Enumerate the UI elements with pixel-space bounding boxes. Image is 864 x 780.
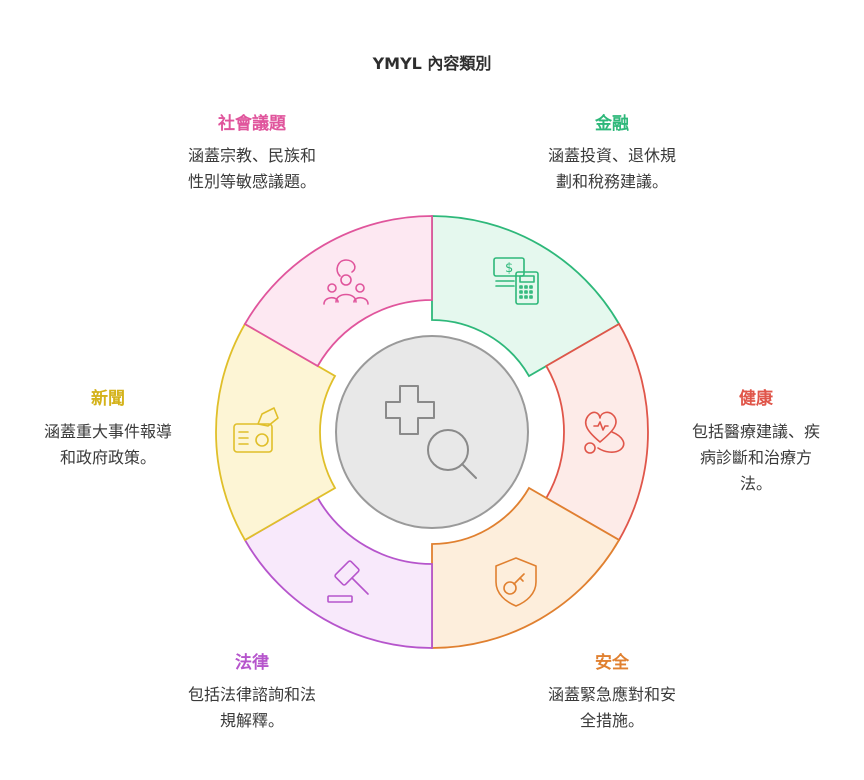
social-issues-label: 社會議題 — [218, 114, 286, 134]
desc-line: 病診斷和治療方 — [699, 448, 812, 467]
heart-stethoscope-icon — [584, 411, 625, 454]
news-label: 新聞 — [91, 389, 125, 409]
money-calculator-icon: $ — [493, 257, 539, 305]
desc-line: 包括醫療建議、疾 — [691, 422, 820, 441]
desc-line: 涵蓋重大事件報導 — [43, 422, 172, 441]
medical-cross-icon — [385, 385, 435, 435]
desc-line: 涵蓋緊急應對和安 — [547, 685, 676, 704]
megaphone-icon — [233, 407, 279, 453]
desc-line: 涵蓋宗教、民族和 — [187, 146, 316, 165]
safety-label: 安全 — [595, 653, 629, 673]
diagram-title: YMYL 內容類別 — [372, 54, 492, 73]
law-description: 包括法律諮詢和法 規解釋。 — [142, 682, 362, 734]
svg-text:$: $ — [505, 261, 513, 276]
desc-line: 包括法律諮詢和法 — [187, 685, 316, 704]
news-sector — [215, 322, 337, 542]
desc-line: 規解釋。 — [219, 711, 284, 730]
shield-key-icon — [495, 557, 537, 607]
desc-line: 涵蓋投資、退休規 — [547, 146, 676, 165]
safety-sector — [431, 486, 621, 649]
health-label: 健康 — [739, 389, 773, 409]
desc-line: 劃和稅務建議。 — [555, 172, 668, 191]
finance-label: 金融 — [595, 114, 629, 134]
social-issues-description: 涵蓋宗教、民族和 性別等敏感議題。 — [142, 143, 362, 195]
finance-description: 涵蓋投資、退休規 劃和稅務建議。 — [502, 143, 722, 195]
desc-line: 和政府政策。 — [59, 448, 156, 467]
desc-line: 全措施。 — [579, 711, 644, 730]
gavel-icon — [327, 560, 369, 603]
desc-line: 性別等敏感議題。 — [187, 172, 316, 191]
magnifier-icon — [427, 429, 477, 479]
people-group-icon — [323, 259, 369, 305]
news-description: 涵蓋重大事件報導 和政府政策。 — [8, 419, 208, 471]
center-hub — [335, 335, 529, 529]
law-label: 法律 — [235, 653, 269, 673]
social-sector — [243, 215, 433, 368]
safety-description: 涵蓋緊急應對和安 全措施。 — [502, 682, 722, 734]
health-description: 包括醫療建議、疾 病診斷和治療方 法。 — [666, 419, 846, 497]
desc-line: 法。 — [739, 474, 772, 493]
